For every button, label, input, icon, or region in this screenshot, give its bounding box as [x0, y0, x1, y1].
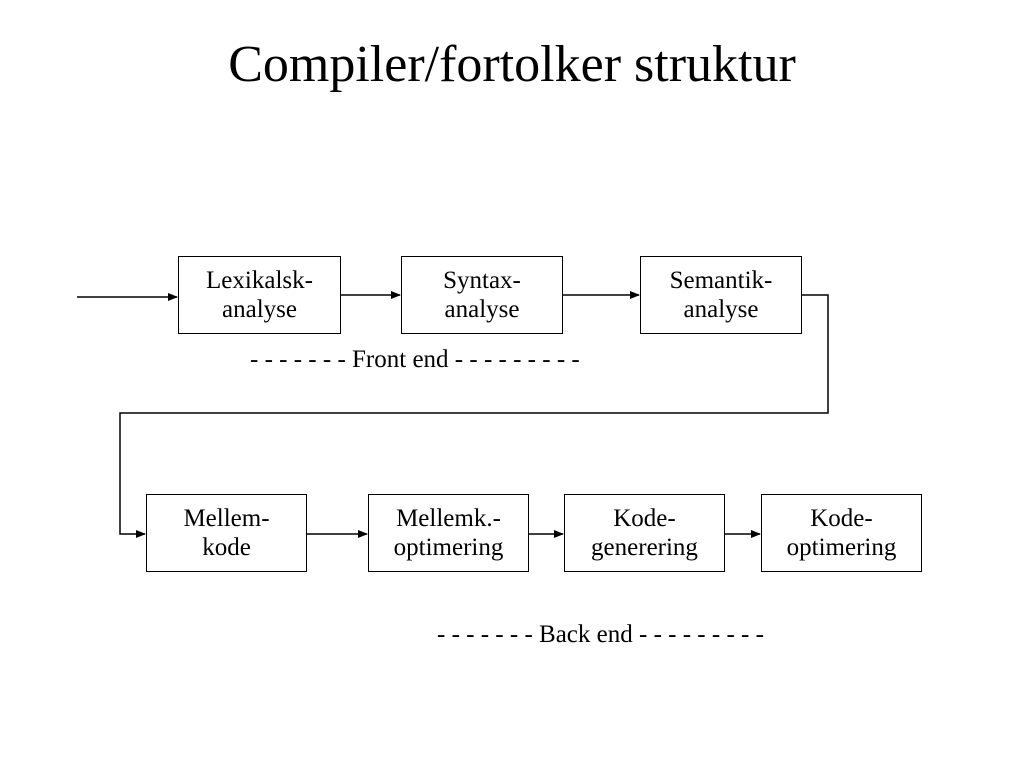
- front-end-label: - - - - - - - Front end - - - - - - - - …: [250, 346, 580, 373]
- box-line2: optimering: [786, 534, 897, 561]
- box-syntax-analyse: Syntax- analyse: [401, 256, 563, 334]
- box-line1: Mellem-: [183, 505, 270, 532]
- box-mellemk-optimering: Mellemk.- optimering: [368, 494, 529, 572]
- slide-title: Compiler/fortolker struktur: [228, 36, 796, 93]
- arrow-frontend-to-backend: [119, 294, 829, 538]
- box-line1: Kode-: [613, 505, 676, 532]
- box-line1: Lexikalsk-: [206, 267, 313, 294]
- box-kode-generering: Kode- generering: [564, 494, 725, 572]
- box-mellem-kode: Mellem- kode: [146, 494, 307, 572]
- box-line1: Kode-: [810, 505, 873, 532]
- box-line2: optimering: [393, 534, 504, 561]
- box-semantik-analyse: Semantik- analyse: [640, 256, 802, 334]
- box-line2: kode: [202, 534, 251, 561]
- box-line1: Mellemk.-: [396, 505, 501, 532]
- box-line2: analyse: [222, 296, 297, 323]
- box-kode-optimering: Kode- optimering: [761, 494, 922, 572]
- back-end-label: - - - - - - - Back end - - - - - - - - -: [437, 621, 764, 648]
- box-line1: Syntax-: [443, 267, 521, 294]
- box-line2: analyse: [683, 296, 759, 323]
- box-line2: analyse: [444, 296, 520, 323]
- box-lexikalsk-analyse: Lexikalsk- analyse: [178, 256, 341, 334]
- box-line2: generering: [591, 534, 698, 561]
- box-line1: Semantik-: [669, 267, 773, 294]
